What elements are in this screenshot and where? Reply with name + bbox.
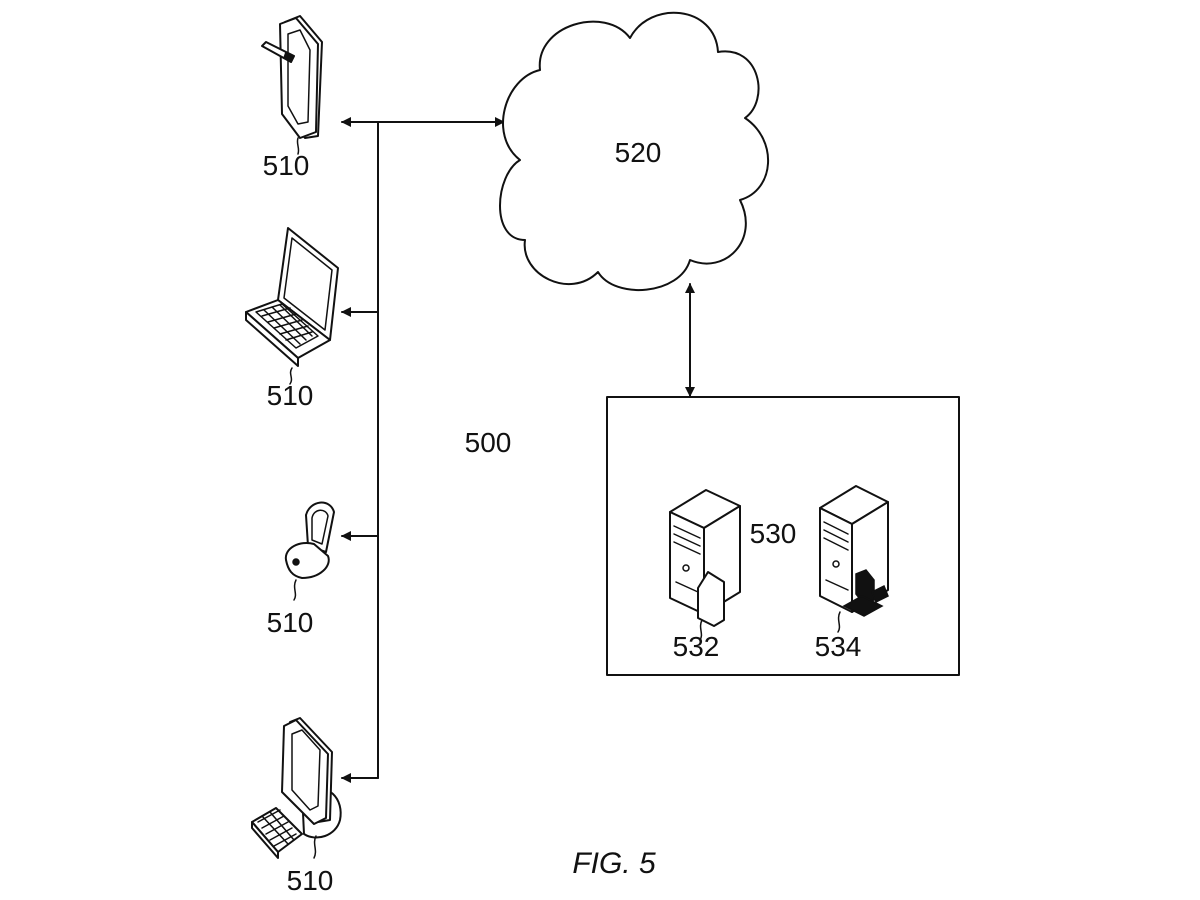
device-label: 510 (267, 607, 314, 638)
network-cloud: 520 (499, 11, 769, 292)
leader-line (296, 137, 300, 155)
server-534: 534 (815, 485, 889, 662)
flip-phone-icon (284, 501, 335, 579)
server-label: 532 (673, 631, 720, 662)
client-device-phone: 510 (267, 501, 335, 638)
server-532: 532 (669, 489, 741, 662)
leader-line (837, 611, 841, 633)
leader-line (293, 579, 297, 601)
figure-caption: FIG. 5 (572, 847, 656, 880)
cloud-icon (499, 11, 769, 292)
client-device-tablet: 510 (261, 15, 323, 181)
server-system: 530 532 (606, 396, 960, 676)
leader-line (313, 835, 317, 859)
server-with-workstation-icon (819, 485, 889, 617)
connection-bus (341, 117, 505, 783)
device-label: 510 (267, 380, 314, 411)
system-label: 500 (465, 427, 512, 458)
client-device-desktop: 510 (251, 717, 342, 896)
server-system-label: 530 (750, 518, 797, 549)
client-device-laptop: 510 (245, 227, 339, 411)
desktop-computer-icon (251, 717, 342, 859)
device-label: 510 (263, 150, 310, 181)
server-with-document-icon (669, 489, 741, 627)
leader-line (289, 367, 293, 385)
device-label: 510 (287, 865, 334, 896)
laptop-icon (245, 227, 339, 367)
tablet-with-stylus-icon (261, 15, 323, 139)
server-system-box (606, 396, 960, 676)
server-label: 534 (815, 631, 862, 662)
leader-line (699, 619, 703, 641)
network-label: 520 (615, 137, 662, 168)
